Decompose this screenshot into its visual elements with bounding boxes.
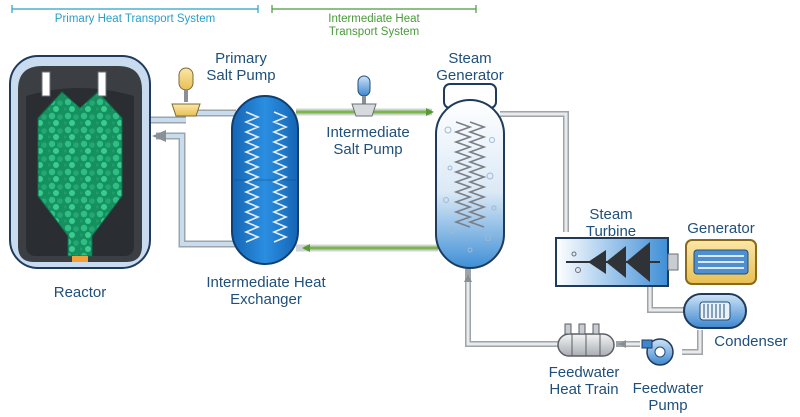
reactor-label: Reactor — [53, 284, 107, 301]
feedwater-pump-label-line1: Feedwater — [632, 380, 704, 397]
steam-generator-label: Steam Generator — [420, 50, 520, 84]
steam-bubbles — [443, 126, 497, 253]
primary-salt-pump-label-line2: Salt Pump — [206, 67, 276, 84]
turbine-exhaust-pipe — [647, 286, 686, 313]
feedwater-heat-train-label-line2: Heat Train — [549, 381, 619, 398]
primary-salt-pump-label: Primary Salt Pump — [196, 50, 286, 84]
steam-generator-label-line1: Steam — [448, 50, 492, 67]
intermediate-salt-pump-label-line2: Salt Pump — [333, 141, 403, 158]
steam-line-pipe — [500, 111, 569, 232]
feedwater-heat-train-label: Feedwater Heat Train — [534, 364, 634, 398]
steam-turbine-label-line2: Turbine — [585, 223, 637, 240]
steam-generator — [435, 83, 505, 269]
primary-salt-pump-label-line1: Primary — [215, 50, 267, 67]
intermediate-salt-pump-label-line1: Intermediate — [326, 124, 410, 141]
ihx-coil-left — [243, 111, 289, 243]
feedwater-pump-label: Feedwater Pump — [620, 380, 716, 414]
reactor — [9, 55, 151, 269]
intermediate-system-label-line2: Transport System — [328, 26, 420, 38]
steam-turbine — [555, 237, 669, 287]
primary-cold-leg-pipe — [152, 130, 236, 248]
intermediate-system-label: Intermediate Heat Transport System — [294, 13, 454, 39]
primary-salt-pump — [171, 67, 201, 117]
steam-turbine-label: Steam Turbine — [566, 206, 656, 240]
ihx-label-line2: Exchanger — [230, 291, 302, 308]
steam-generator-coil — [453, 121, 487, 228]
intermediate-salt-pump-label: Intermediate Salt Pump — [308, 124, 428, 158]
feedwater-pipe — [464, 268, 640, 348]
condensate-pipe — [682, 330, 703, 355]
generator — [667, 239, 757, 285]
steam-generator-label-line2: Generator — [436, 67, 504, 84]
condenser-label: Condenser — [714, 333, 788, 350]
system-brackets — [11, 5, 477, 13]
ihx-label: Intermediate Heat Exchanger — [186, 274, 346, 308]
feedwater-heat-train — [557, 323, 615, 357]
ihx-label-line1: Intermediate Heat — [206, 274, 326, 291]
intermediate-salt-pump — [351, 75, 377, 117]
condenser — [683, 293, 747, 329]
feedwater-heat-train-label-line1: Feedwater — [548, 364, 620, 381]
intermediate-heat-exchanger — [231, 95, 299, 265]
feedwater-pump — [641, 338, 674, 366]
intermediate-system-label-line1: Intermediate Heat — [328, 13, 420, 25]
generator-label: Generator — [687, 220, 755, 237]
feedwater-pump-label-line2: Pump — [648, 397, 688, 414]
primary-system-label: Primary Heat Transport System — [54, 13, 216, 25]
steam-turbine-label-line1: Steam — [589, 206, 633, 223]
